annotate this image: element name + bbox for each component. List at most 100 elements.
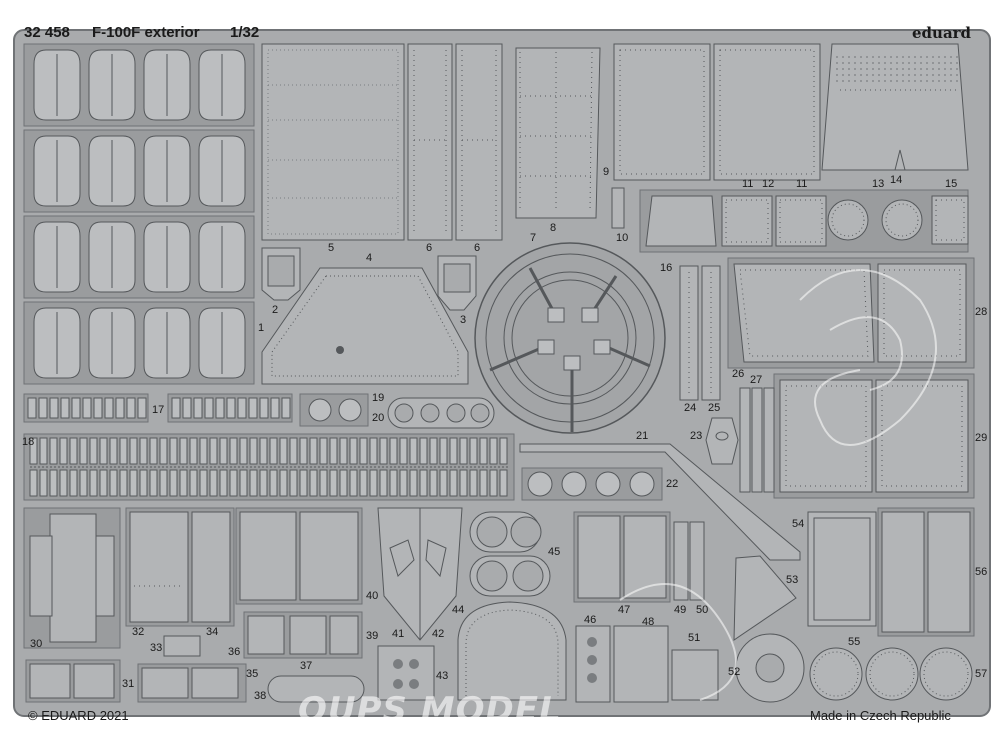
strip-tab bbox=[289, 469, 298, 497]
strip-tab bbox=[69, 469, 78, 497]
strip-tab bbox=[71, 397, 81, 419]
fret-scale: 1/32 bbox=[230, 24, 260, 41]
strip-tab bbox=[389, 469, 398, 497]
strip-tab bbox=[199, 437, 208, 465]
strip-tab bbox=[193, 397, 203, 419]
strip-tab bbox=[104, 397, 114, 419]
part-52 bbox=[735, 633, 805, 703]
strip-tab bbox=[209, 437, 218, 465]
strip-tab bbox=[119, 469, 128, 497]
strip-tab bbox=[299, 437, 308, 465]
strip-tab bbox=[226, 397, 236, 419]
strip-tab bbox=[369, 469, 378, 497]
part-22 bbox=[521, 467, 663, 501]
part-number-label: 33 bbox=[150, 642, 163, 654]
strip-tab bbox=[379, 469, 388, 497]
part-number-label: 45 bbox=[548, 546, 561, 558]
strip-tab bbox=[89, 469, 98, 497]
strip-tab bbox=[429, 469, 438, 497]
watermark-swirl bbox=[619, 269, 937, 701]
part-number-label: 25 bbox=[708, 402, 721, 414]
part-number-label: 54 bbox=[792, 518, 805, 530]
part-number-label: 43 bbox=[436, 670, 449, 682]
strip-tab bbox=[69, 437, 78, 465]
strip-tab bbox=[409, 469, 418, 497]
part-53 bbox=[733, 555, 797, 641]
copyright: © EDUARD 2021 bbox=[28, 708, 129, 723]
strip-tab bbox=[59, 469, 68, 497]
part-number-label: 28 bbox=[975, 306, 988, 318]
part-number-label: 19 bbox=[372, 392, 385, 404]
strip-tab bbox=[329, 469, 338, 497]
part-number-label: 11 bbox=[796, 178, 808, 190]
strip-tab bbox=[179, 469, 188, 497]
part-45 bbox=[469, 511, 551, 597]
strip-tab bbox=[389, 437, 398, 465]
strip-tab bbox=[249, 437, 258, 465]
part-number-label: 21 bbox=[636, 430, 649, 442]
strip-tab bbox=[139, 437, 148, 465]
strip-tab bbox=[349, 437, 358, 465]
strip-tab bbox=[27, 397, 37, 419]
strip-tab bbox=[49, 469, 58, 497]
strip-tab bbox=[189, 469, 198, 497]
strip-tab bbox=[126, 397, 136, 419]
part-number-label: 22 bbox=[666, 478, 679, 490]
strip-tab bbox=[289, 437, 298, 465]
fret-code: 32 458 bbox=[24, 24, 70, 41]
part-number-label: 35 bbox=[246, 668, 259, 680]
part-55-57 bbox=[809, 647, 973, 701]
strip-tab bbox=[479, 437, 488, 465]
brand-logo: eduard bbox=[912, 24, 972, 42]
part-31-35 bbox=[25, 659, 247, 703]
part-number-label: 1 bbox=[258, 322, 265, 334]
strip-tab bbox=[409, 437, 418, 465]
strip-tab bbox=[269, 437, 278, 465]
part-4 bbox=[261, 267, 469, 385]
strip-tab bbox=[379, 437, 388, 465]
strip-tab bbox=[82, 397, 92, 419]
part-28 bbox=[727, 257, 975, 369]
strip-tab bbox=[79, 437, 88, 465]
part-number-label: 46 bbox=[584, 614, 597, 626]
strip-tab bbox=[359, 437, 368, 465]
strip-tab bbox=[169, 437, 178, 465]
part-number-label: 4 bbox=[366, 252, 373, 264]
part-number-label: 44 bbox=[452, 604, 465, 616]
strip-tab bbox=[219, 437, 228, 465]
part-26-27 bbox=[739, 387, 775, 493]
part-30 bbox=[23, 507, 121, 649]
part-19-20 bbox=[299, 393, 495, 429]
part-23 bbox=[705, 417, 739, 465]
strip-tab bbox=[182, 397, 192, 419]
strip-tab bbox=[29, 437, 38, 465]
strip-tab bbox=[459, 469, 468, 497]
part-number-label: 9 bbox=[603, 166, 610, 178]
part-number-label: 24 bbox=[684, 402, 697, 414]
part-number-label: 6 bbox=[426, 242, 433, 254]
fret-title: F-100F exterior bbox=[92, 24, 200, 41]
part-number-label: 8 bbox=[550, 222, 557, 234]
part-number-label: 39 bbox=[366, 630, 379, 642]
strip-tab bbox=[204, 397, 214, 419]
part-number-label: 36 bbox=[228, 646, 241, 658]
strip-tab bbox=[369, 437, 378, 465]
strip-tab bbox=[79, 469, 88, 497]
strip-tab bbox=[219, 469, 228, 497]
strip-tab bbox=[137, 397, 147, 419]
strip-tab bbox=[259, 437, 268, 465]
part-number-label: 15 bbox=[945, 178, 958, 190]
strip-tab bbox=[469, 469, 478, 497]
strip-tab bbox=[429, 437, 438, 465]
part-number-label: 2 bbox=[272, 304, 279, 316]
strip-tab bbox=[419, 469, 428, 497]
strip-tab bbox=[171, 397, 181, 419]
part-17 bbox=[23, 393, 293, 423]
part-number-label: 12 bbox=[762, 178, 775, 190]
strip-tab bbox=[259, 469, 268, 497]
strip-tab bbox=[459, 437, 468, 465]
part-number-label: 49 bbox=[674, 604, 687, 616]
part-number-label: 41 bbox=[392, 628, 405, 640]
strip-tab bbox=[189, 437, 198, 465]
strip-tab bbox=[339, 469, 348, 497]
